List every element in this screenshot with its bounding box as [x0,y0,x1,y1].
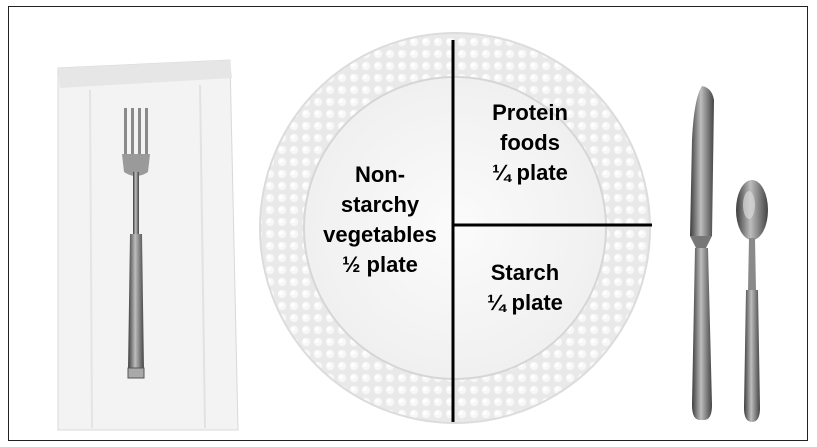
protein-section-label: Protein foods ¼ plate [460,98,600,188]
starch-section-label: Starch ¼ plate [455,258,595,318]
spoon-icon [736,180,768,422]
knife-icon [690,86,714,420]
vegetables-section-label: Non- starchy vegetables ½ plate [300,160,460,280]
